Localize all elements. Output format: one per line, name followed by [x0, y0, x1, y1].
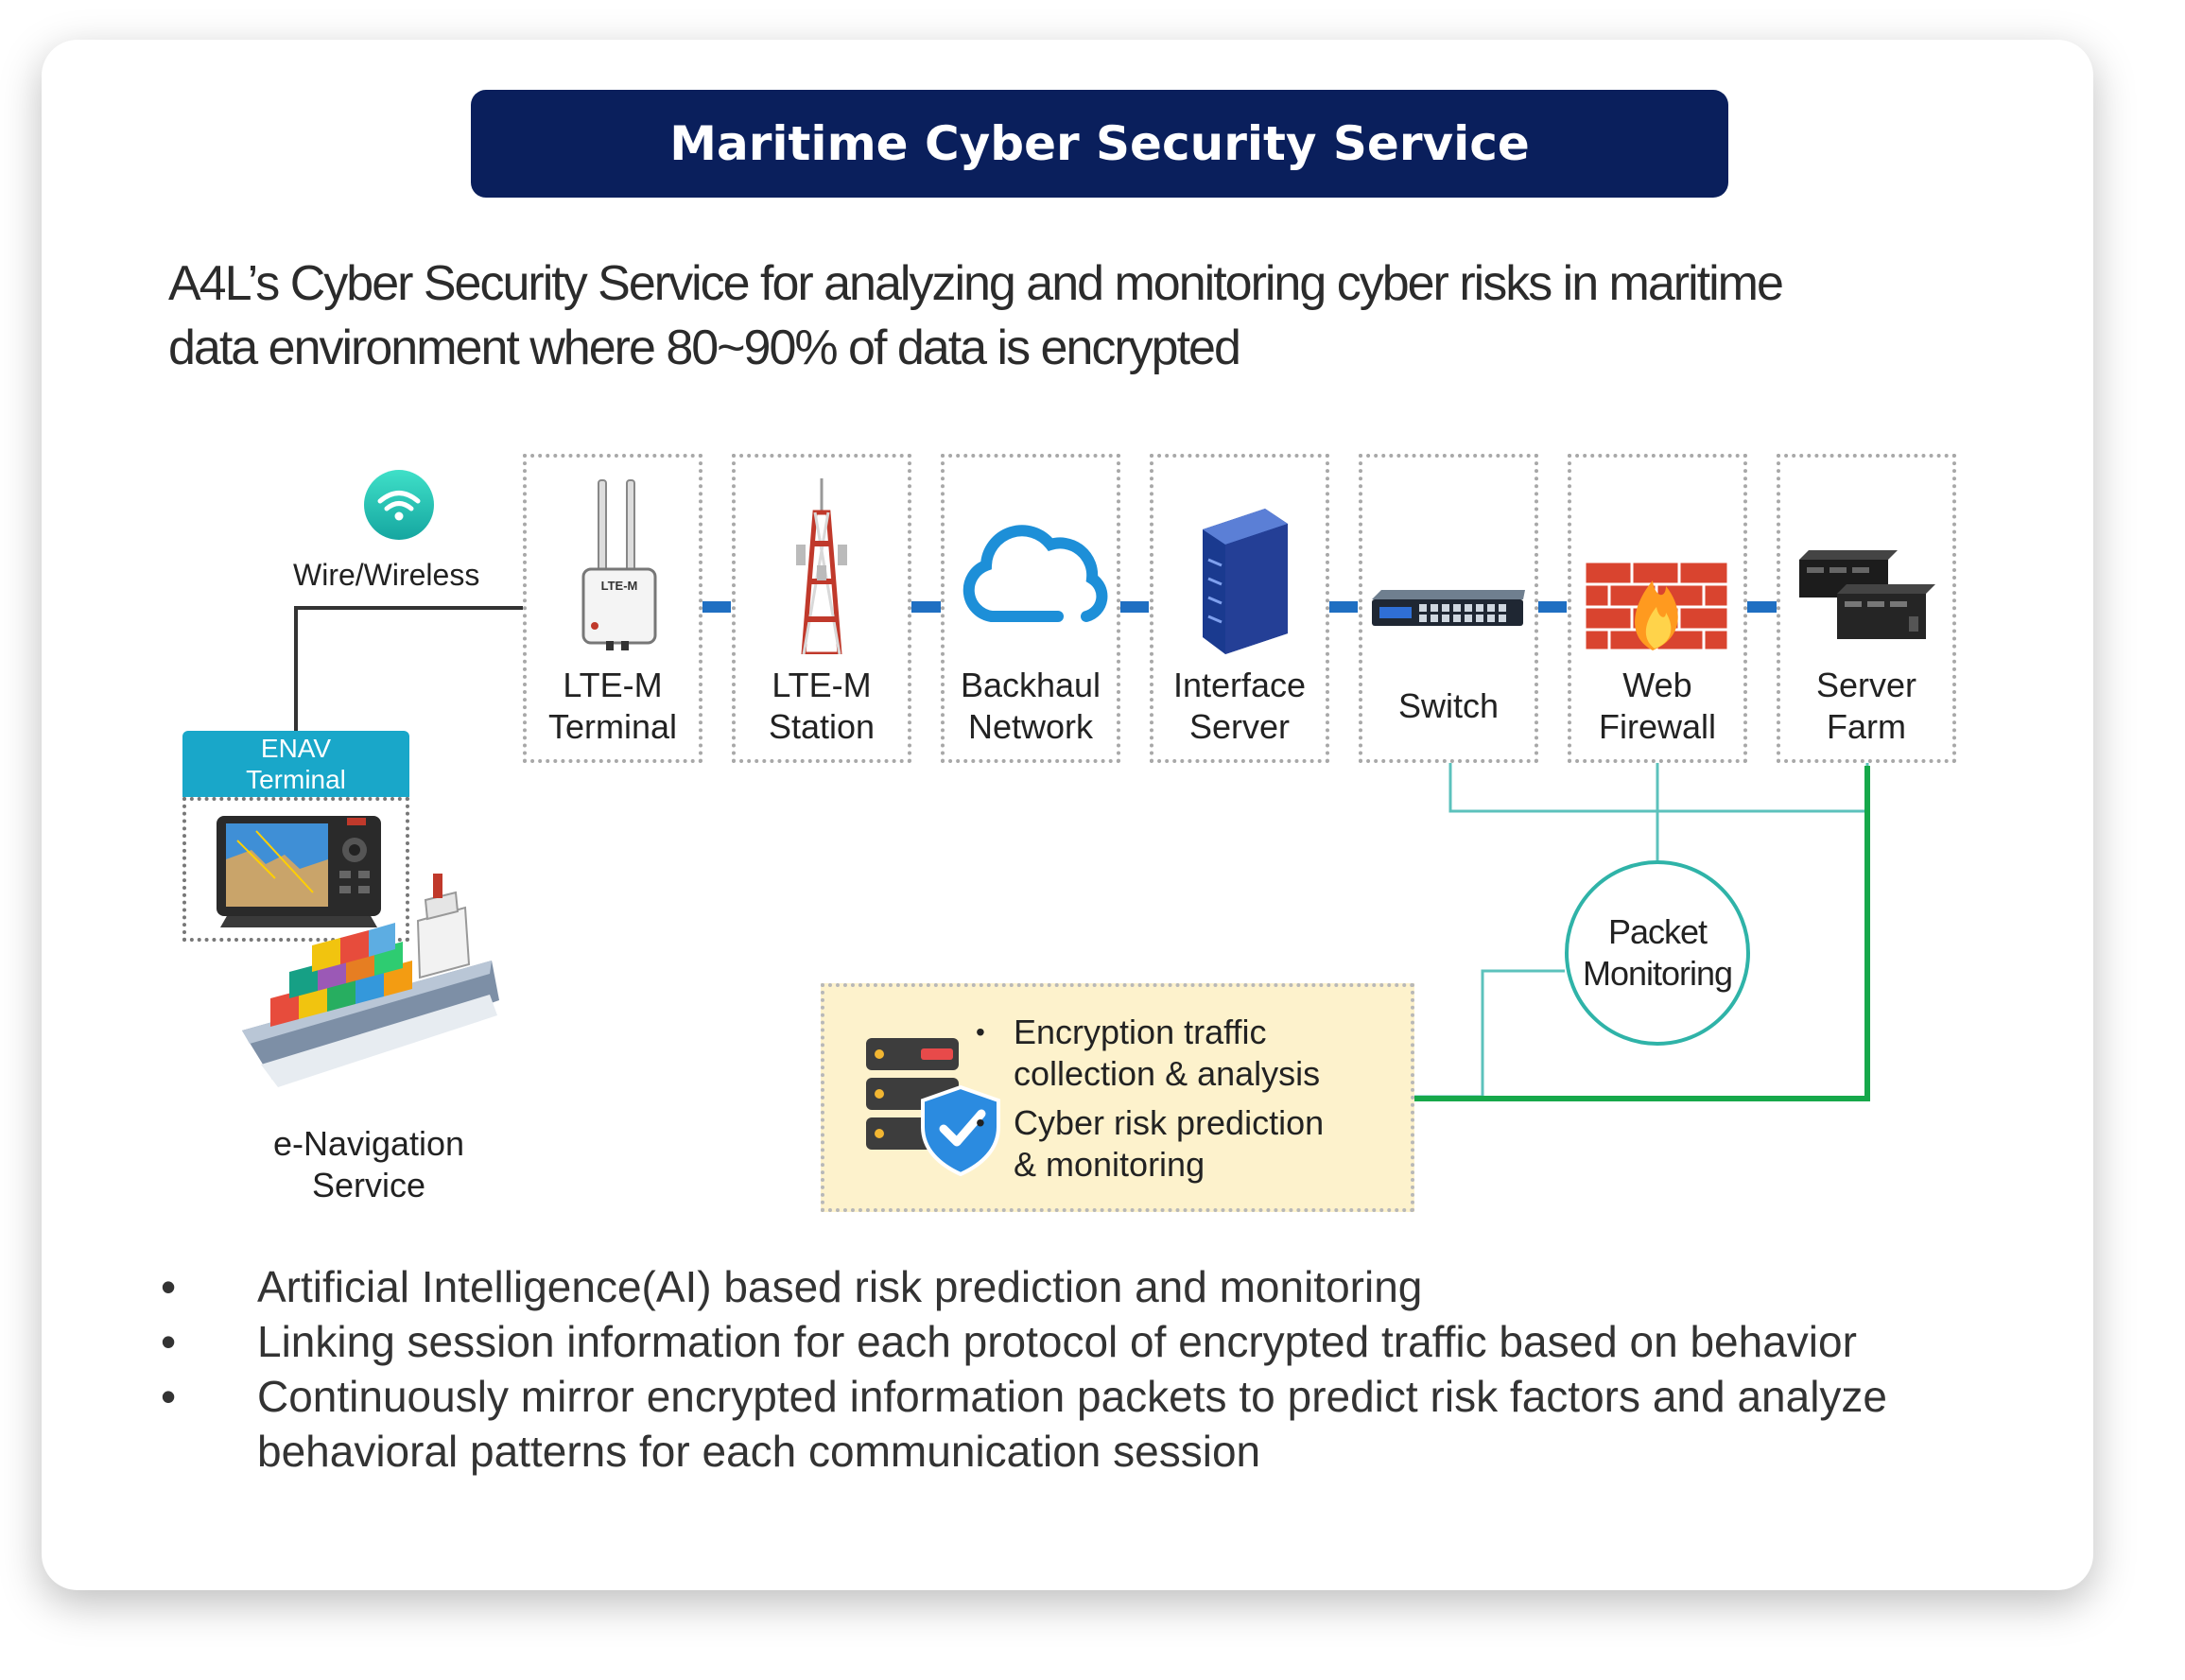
list-item: Encryption traffic collection & analysis	[976, 1012, 1324, 1095]
node-lte-m-terminal: LTE-M LTE-M Terminal	[523, 454, 702, 763]
node-backhaul-network: Backhaul Network	[941, 454, 1120, 763]
node-label: LTE-M Terminal	[547, 666, 678, 746]
server-farm-icon	[1799, 550, 1935, 639]
monitoring-item-text: Encryption traffic collection & analysis	[1014, 1013, 1321, 1093]
node-link	[1538, 601, 1567, 613]
monitoring-item-text: Cyber risk prediction & monitoring	[1014, 1103, 1325, 1184]
feature-bullets: Artificial Intelligence(AI) based risk p…	[157, 1259, 1887, 1479]
node-interface-server: Interface Server	[1150, 454, 1329, 763]
node-lte-m-station: LTE-M Station	[732, 454, 911, 763]
node-web-firewall: Web Firewall	[1568, 454, 1747, 763]
e-navigation-service-label: e-Navigation Service	[272, 1124, 465, 1204]
shield-server-icon	[866, 1038, 1000, 1176]
node-link	[1329, 601, 1358, 613]
node-label: Web Firewall	[1598, 666, 1716, 746]
list-item: Linking session information for each pro…	[157, 1314, 1887, 1369]
page-title: Maritime Cyber Security Service	[471, 90, 1728, 198]
node-label: Switch	[1397, 686, 1500, 725]
packet-monitoring-node: Packet Monitoring	[1565, 860, 1750, 1046]
wire-wireless-label: Wire/Wireless	[293, 558, 480, 592]
node-label: Server Farm	[1815, 666, 1917, 746]
container-ship-icon	[242, 874, 499, 1087]
monitoring-list: Encryption traffic collection & analysis…	[976, 1012, 1325, 1193]
node-link	[702, 601, 731, 613]
node-label: Backhaul Network	[960, 666, 1101, 746]
enav-terminal-label: ENAV Terminal	[182, 731, 409, 797]
node-label: LTE-M Station	[768, 666, 876, 746]
firewall-icon	[1583, 560, 1730, 652]
node-link	[911, 601, 941, 613]
monitoring-box: Encryption traffic collection & analysis…	[821, 983, 1414, 1212]
lte-terminal-icon: LTE-M	[581, 479, 657, 650]
cloud-icon	[962, 525, 1108, 622]
cell-tower-icon	[796, 478, 847, 654]
wire-connector	[294, 606, 523, 731]
green-data-line	[1414, 766, 1870, 1101]
node-switch: Switch	[1359, 454, 1538, 763]
list-item: Continuously mirror encrypted informatio…	[157, 1369, 1887, 1479]
list-item: Cyber risk prediction & monitoring	[976, 1102, 1325, 1186]
node-server-farm: Server Farm	[1777, 454, 1956, 763]
network-switch-icon	[1372, 590, 1525, 626]
node-link	[1120, 601, 1149, 613]
chart-plotter-icon	[217, 816, 381, 927]
subtitle: A4L’s Cyber Security Service for analyzi…	[168, 256, 1784, 375]
list-item: Artificial Intelligence(AI) based risk p…	[157, 1259, 1887, 1314]
wifi-icon	[364, 470, 434, 540]
server-icon	[1203, 509, 1288, 654]
node-links	[702, 601, 1777, 613]
enav-terminal-box	[182, 797, 409, 942]
node-link	[1747, 601, 1777, 613]
node-label: Interface Server	[1172, 666, 1307, 746]
lte-device-label: LTE-M	[601, 579, 638, 593]
